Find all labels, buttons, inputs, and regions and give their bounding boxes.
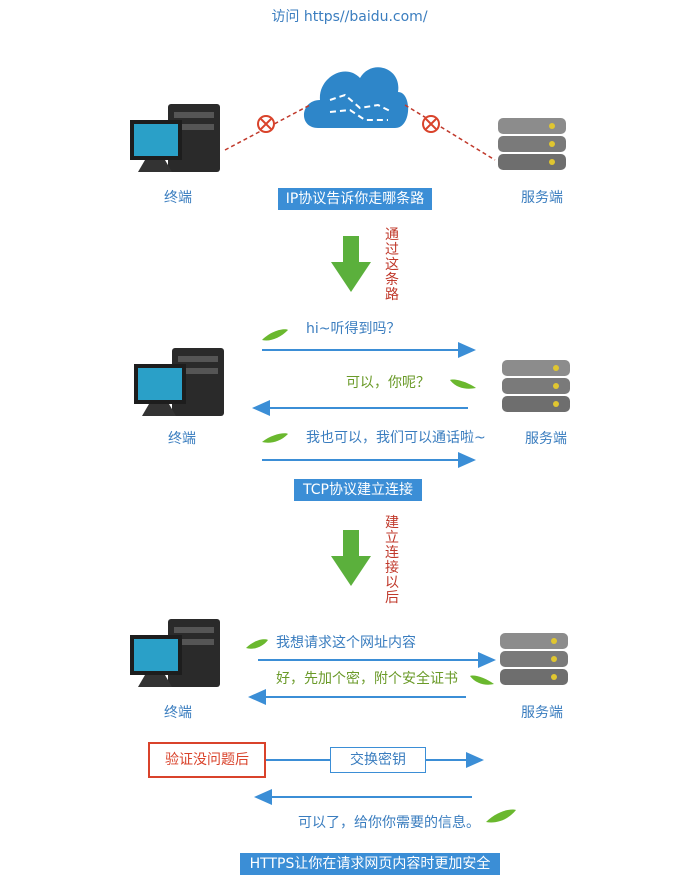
connection-line-right	[404, 104, 496, 161]
client-label: 终端	[168, 431, 196, 447]
message-response: 可以了，给你你需要的信息。	[298, 815, 480, 831]
down-arrow-icon	[331, 530, 371, 586]
blocked-icon-right	[422, 115, 440, 133]
leaf-icon	[470, 675, 494, 685]
tcp-banner: TCP协议建立连接	[294, 479, 422, 501]
computer-icon	[130, 104, 220, 172]
message-encrypt: 好，先加个密，附个安全证书	[276, 671, 458, 687]
exchange-key-box: 交换密钥	[330, 747, 426, 773]
server-label: 服务端	[521, 705, 563, 721]
step-label: 建立连接以后	[385, 515, 399, 606]
leaf-icon	[262, 329, 288, 341]
message-reply: 可以，你呢？	[346, 375, 430, 391]
computer-icon	[130, 619, 220, 687]
message-request: 我想请求这个网址内容	[276, 635, 416, 651]
cloud-icon	[303, 67, 409, 128]
message-hello: hi~听得到吗？	[306, 321, 401, 337]
server-icon	[500, 633, 568, 685]
server-label: 服务端	[525, 431, 567, 447]
message-confirm: 我也可以，我们可以通话啦~	[306, 430, 486, 446]
client-label: 终端	[164, 705, 192, 721]
blocked-icon-left	[257, 115, 275, 133]
https-banner: HTTPS让你在请求网页内容时更加安全	[240, 853, 500, 875]
down-arrow-icon	[331, 236, 371, 292]
ip-banner: IP协议告诉你走哪条路	[278, 188, 432, 210]
leaf-icon	[262, 433, 288, 443]
computer-icon	[134, 348, 224, 416]
server-label: 服务端	[521, 190, 563, 206]
server-icon	[502, 360, 570, 412]
leaf-icon	[246, 639, 268, 649]
step-label: 通过这条路	[385, 227, 399, 303]
server-icon	[498, 118, 566, 170]
client-label: 终端	[164, 190, 192, 206]
page-title: 访问 https//baidu.com/	[271, 9, 428, 25]
verify-box: 验证没问题后	[148, 742, 266, 778]
connection-line-left	[224, 104, 311, 151]
leaf-icon	[486, 809, 516, 823]
leaf-icon	[450, 379, 476, 389]
